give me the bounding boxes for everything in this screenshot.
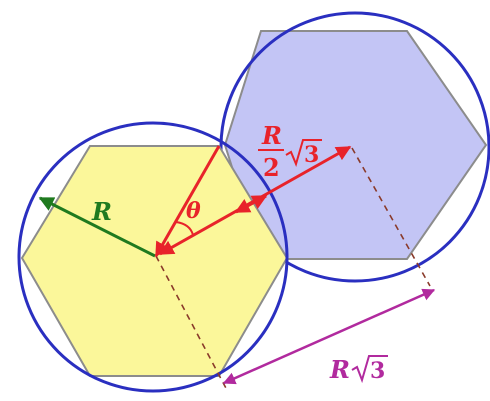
half-height-denominator: 2 bbox=[263, 153, 280, 182]
dashed-line-left bbox=[155, 255, 229, 393]
half-height-numerator: R bbox=[261, 121, 282, 150]
radius-label: R bbox=[91, 197, 112, 226]
angle-label: θ bbox=[186, 198, 201, 224]
distance-label-root: 3 bbox=[370, 358, 385, 384]
edge-midpoint-arrow bbox=[234, 194, 268, 214]
half-height-root: 3 bbox=[304, 142, 319, 168]
left-cell-circle bbox=[17, 121, 289, 393]
theta-arc bbox=[175, 221, 194, 236]
distance-radical bbox=[351, 355, 388, 384]
distance-arrow bbox=[222, 288, 436, 385]
radius-arrow bbox=[38, 196, 156, 258]
distance-label-r: R bbox=[329, 355, 350, 384]
dashed-line-right bbox=[351, 147, 431, 287]
half-height-radical bbox=[285, 139, 322, 167]
